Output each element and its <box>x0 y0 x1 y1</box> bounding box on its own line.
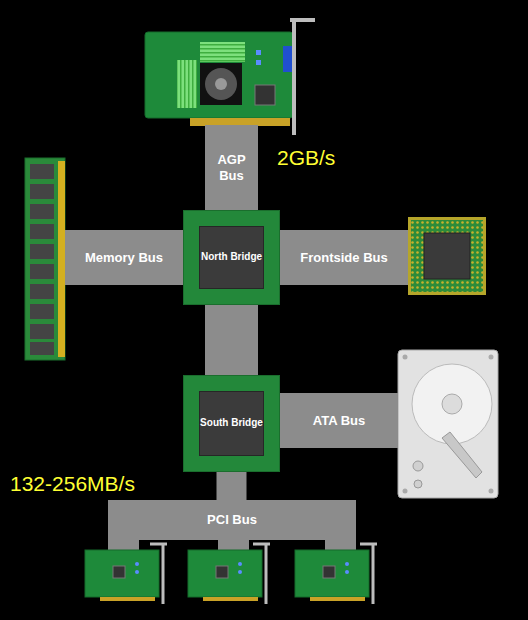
graphics-card <box>145 20 315 135</box>
bandwidth-label: 132-256MB/s <box>10 472 135 496</box>
drive-spindle <box>442 394 462 414</box>
card-board <box>85 550 159 597</box>
bus-label: Memory Bus <box>85 250 163 266</box>
card-bracket <box>253 544 270 604</box>
component <box>238 562 242 566</box>
drive-screw <box>403 355 408 360</box>
bandwidth-label: 2GB/s <box>277 146 335 170</box>
chip-label: South Bridge <box>200 417 263 430</box>
cpu-package <box>408 217 486 295</box>
chip-die: South Bridge <box>199 391 264 456</box>
drive-platter <box>412 364 492 444</box>
card-port <box>283 46 292 72</box>
bus-label: Frontside Bus <box>300 250 387 266</box>
bus-band: PCI Bus <box>108 500 356 540</box>
bus-band: ATA Bus <box>280 393 398 448</box>
ram-chip <box>30 184 54 199</box>
drive-screw <box>413 461 423 471</box>
ram-contacts <box>58 161 65 357</box>
ram-chip <box>30 224 54 239</box>
card-bracket <box>290 20 315 135</box>
card-edge-connector <box>203 597 258 601</box>
component <box>256 50 261 55</box>
component <box>256 60 261 65</box>
fan-housing <box>200 63 242 105</box>
bus-connector <box>205 305 258 375</box>
ram-chip <box>30 304 54 319</box>
component <box>238 570 242 574</box>
card-board <box>145 32 293 118</box>
drive-case <box>398 350 498 498</box>
ram-board <box>25 158 65 360</box>
component <box>345 562 349 566</box>
ram-chip <box>30 284 54 299</box>
chip-symbol <box>113 566 125 578</box>
component <box>135 562 139 566</box>
card-board <box>295 550 369 597</box>
bus-connector <box>217 472 247 500</box>
heatsink <box>177 60 197 108</box>
pci-card <box>295 544 377 604</box>
pci-card <box>188 544 270 604</box>
cpu <box>408 217 486 295</box>
bus-label: AGP Bus <box>209 152 254 183</box>
ram-chip <box>30 324 54 339</box>
chip-symbol <box>255 85 275 105</box>
card-edge-connector <box>100 597 155 601</box>
card-edge-connector <box>310 597 365 601</box>
card-bracket <box>360 544 377 604</box>
ram-chip <box>30 204 54 219</box>
ram-chip <box>30 244 54 259</box>
fan <box>205 68 237 100</box>
ram-chip <box>30 164 54 179</box>
chip-symbol <box>323 566 335 578</box>
chip-label: North Bridge <box>201 251 262 264</box>
bus-band: AGP Bus <box>205 125 258 210</box>
memory-module <box>25 158 65 360</box>
fan-hub <box>215 78 227 90</box>
drive-screw <box>414 480 422 488</box>
drive-screw <box>489 489 494 494</box>
ram-chip <box>30 342 54 355</box>
ram-chip <box>30 264 54 279</box>
chip-die: North Bridge <box>199 226 264 289</box>
hard-drive <box>398 350 498 498</box>
drive-screw <box>403 489 408 494</box>
bus-label: ATA Bus <box>313 413 365 429</box>
heatsink <box>200 42 245 62</box>
chip-symbol <box>216 566 228 578</box>
card-board <box>188 550 262 597</box>
cpu-die <box>424 233 470 279</box>
drive-arm <box>442 432 482 478</box>
bridge-chip: South Bridge <box>183 375 280 472</box>
bus-band: Memory Bus <box>65 230 183 285</box>
drive-screw <box>489 355 494 360</box>
bridge-chip: North Bridge <box>183 210 280 305</box>
component <box>345 570 349 574</box>
cpu-pins <box>411 220 483 292</box>
bus-band: Frontside Bus <box>280 230 408 285</box>
card-bracket <box>150 544 167 604</box>
bus-label: PCI Bus <box>207 512 257 528</box>
pci-card <box>85 544 167 604</box>
component <box>135 570 139 574</box>
